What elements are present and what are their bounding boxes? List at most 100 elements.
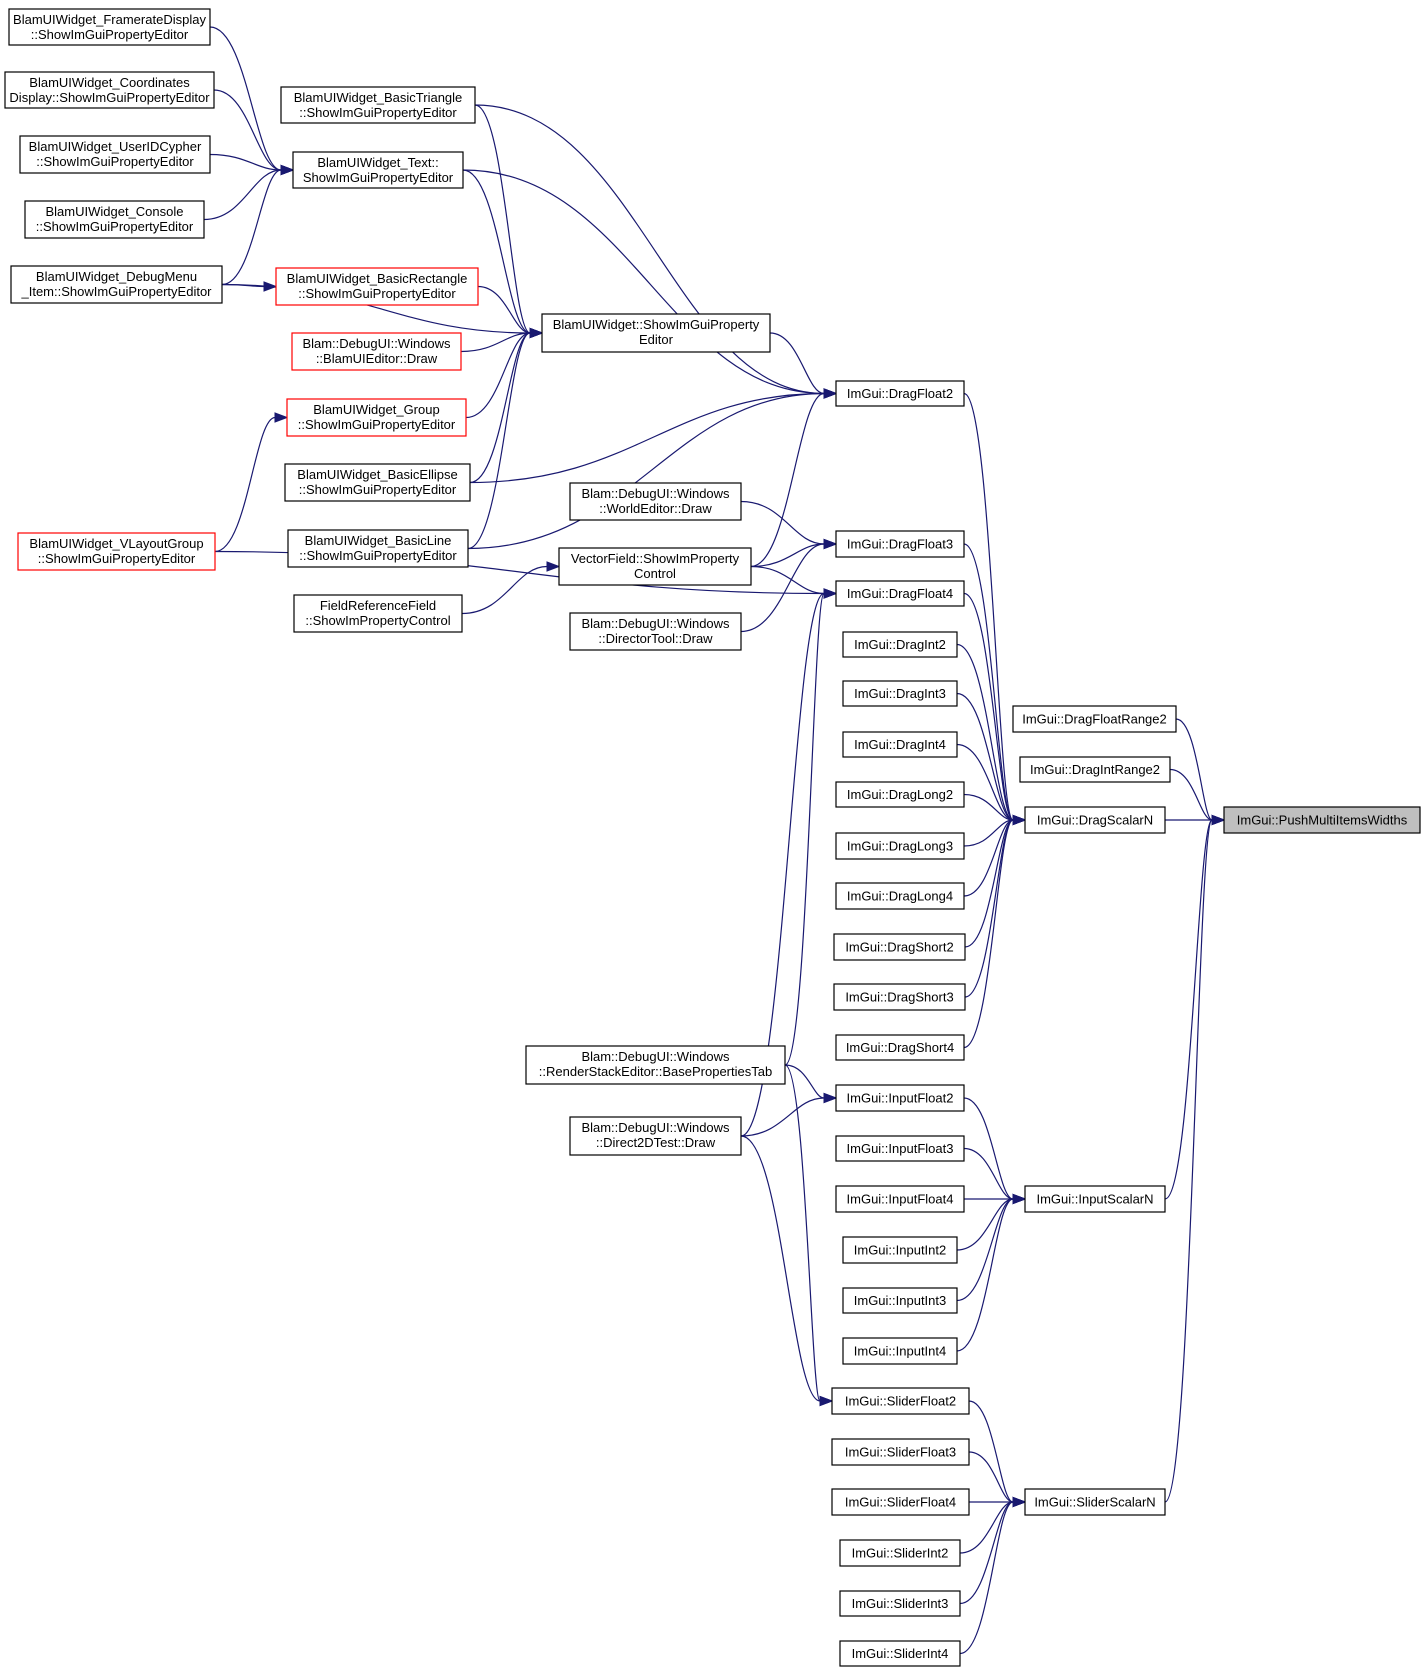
edge-di2-to-dsn (956, 643, 1027, 826)
node-isn[interactable]: ImGui::InputScalarN (1024, 1185, 1166, 1213)
node-if3[interactable]: ImGui::InputFloat3 (835, 1135, 965, 1162)
edge-line (963, 543, 1014, 821)
node-label: ImGui::DragIntRange2 (1030, 762, 1160, 777)
node-label: ImGui::InputInt3 (854, 1293, 947, 1308)
node-label-line: BlamUIWidget_Text:: (317, 155, 438, 170)
node-framerate[interactable]: BlamUIWidget_FramerateDisplay::ShowImGui… (8, 8, 211, 46)
node-console[interactable]: BlamUIWidget_Console::ShowImGuiPropertyE… (24, 200, 205, 239)
node-ds2[interactable]: ImGui::DragShort2 (833, 933, 966, 961)
node-ii3[interactable]: ImGui::InputInt3 (842, 1287, 958, 1314)
edge-line (740, 500, 825, 545)
node-label-line: BlamUIWidget_Coordinates (29, 75, 190, 90)
node-box (835, 1084, 965, 1112)
edge-direct2d-to-df4 (740, 588, 838, 1137)
node-label: ImGui::DragInt4 (854, 737, 946, 752)
node-label-line: Control (634, 566, 676, 581)
node-renderstack[interactable]: Blam::DebugUI::Windows::RenderStackEdito… (525, 1045, 786, 1085)
node-di4[interactable]: ImGui::DragInt4 (842, 731, 958, 758)
node-coordinates[interactable]: BlamUIWidget_CoordinatesDisplay::ShowImG… (4, 71, 215, 109)
node-box (835, 1034, 965, 1061)
edge-line (221, 169, 282, 286)
node-df2[interactable]: ImGui::DragFloat2 (835, 380, 965, 407)
node-ellipse[interactable]: BlamUIWidget_BasicEllipse::ShowImGuiProp… (284, 463, 471, 502)
node-ds3[interactable]: ImGui::DragShort3 (833, 983, 966, 1011)
node-box (831, 1488, 970, 1516)
edge-line (963, 819, 1014, 1049)
arrowhead-icon (280, 164, 295, 176)
node-fieldref[interactable]: FieldReferenceField::ShowImPropertyContr… (293, 594, 463, 633)
edge-ssn-to-root (1164, 814, 1226, 1503)
node-dl2[interactable]: ImGui::DragLong2 (835, 781, 965, 808)
node-sf2[interactable]: ImGui::SliderFloat2 (831, 1387, 970, 1415)
node-si2[interactable]: ImGui::SliderInt2 (839, 1539, 961, 1567)
node-sf3[interactable]: ImGui::SliderFloat3 (831, 1438, 970, 1466)
node-group[interactable]: BlamUIWidget_Group::ShowImGuiPropertyEdi… (286, 398, 467, 437)
node-debugmenu[interactable]: BlamUIWidget_DebugMenu_Item::ShowImGuiPr… (10, 265, 223, 304)
edge-line (214, 416, 276, 553)
node-worldeditor[interactable]: Blam::DebugUI::Windows::WorldEditor::Dra… (569, 482, 742, 521)
node-root[interactable]: ImGui::PushMultiItemsWidths (1223, 806, 1421, 834)
node-si4[interactable]: ImGui::SliderInt4 (839, 1640, 961, 1667)
node-si3[interactable]: ImGui::SliderInt3 (839, 1590, 961, 1617)
node-di2[interactable]: ImGui::DragInt2 (842, 631, 958, 658)
node-label: ImGui::DragLong2 (847, 787, 953, 802)
node-widget[interactable]: BlamUIWidget::ShowImGuiPropertyEditor (541, 313, 771, 353)
node-label-line: BlamUIWidget_UserIDCypher (29, 139, 202, 154)
arrowhead-icon (823, 588, 838, 599)
node-label-line: BlamUIWidget_BasicLine (305, 533, 452, 548)
node-vectorfield[interactable]: VectorField::ShowImPropertyControl (558, 547, 752, 586)
node-label: ImGui::DragFloat2 (847, 386, 953, 401)
edge-line (964, 819, 1014, 948)
node-ssn[interactable]: ImGui::SliderScalarN (1024, 1488, 1166, 1516)
edge-df3-to-dsn (963, 543, 1027, 826)
node-vlayout[interactable]: BlamUIWidget_VLayoutGroup::ShowImGuiProp… (17, 532, 216, 571)
node-label: ImGui::DragInt2 (854, 637, 946, 652)
node-dir2[interactable]: ImGui::DragIntRange2 (1019, 756, 1171, 783)
node-dl3[interactable]: ImGui::DragLong3 (835, 832, 965, 860)
edge-line (963, 392, 1014, 821)
node-box (286, 398, 467, 437)
edge-line (750, 543, 825, 568)
node-line[interactable]: BlamUIWidget_BasicLine::ShowImGuiPropert… (287, 529, 469, 568)
node-ds4[interactable]: ImGui::DragShort4 (835, 1034, 965, 1061)
edge-line (460, 332, 531, 353)
node-box (833, 933, 966, 961)
node-directortool[interactable]: Blam::DebugUI::Windows::DirectorTool::Dr… (569, 612, 742, 651)
node-di3[interactable]: ImGui::DragInt3 (842, 680, 958, 707)
node-sf4[interactable]: ImGui::SliderFloat4 (831, 1488, 970, 1516)
node-dl4[interactable]: ImGui::DragLong4 (835, 882, 965, 910)
node-box (10, 265, 223, 304)
node-label-line: ::ShowImGuiPropertyEditor (298, 417, 456, 432)
node-useridcypher[interactable]: BlamUIWidget_UserIDCypher::ShowImGuiProp… (19, 135, 211, 174)
node-basictriangle[interactable]: BlamUIWidget_BasicTriangle::ShowImGuiPro… (280, 86, 476, 124)
node-if2[interactable]: ImGui::InputFloat2 (835, 1084, 965, 1112)
edge-line (469, 392, 825, 484)
edge-line (461, 565, 548, 615)
node-box (284, 463, 471, 502)
node-label: ImGui::DragLong4 (847, 889, 953, 904)
node-box (1012, 705, 1177, 733)
node-text[interactable]: BlamUIWidget_Text::ShowImGuiPropertyEdit… (292, 151, 464, 189)
node-direct2d[interactable]: Blam::DebugUI::Windows::Direct2DTest::Dr… (569, 1116, 742, 1156)
node-label-line: Blam::DebugUI::Windows (302, 336, 451, 351)
edge-line (740, 592, 825, 1137)
node-label-line: BlamUIWidget_Console (45, 204, 183, 219)
node-df4[interactable]: ImGui::DragFloat4 (835, 580, 965, 607)
edge-line (784, 1064, 821, 1402)
node-box (842, 1287, 958, 1314)
arrowhead-icon (529, 327, 544, 339)
node-dsn[interactable]: ImGui::DragScalarN (1024, 806, 1166, 834)
node-label-line: ::ShowImGuiPropertyEditor (299, 482, 457, 497)
node-basicrect[interactable]: BlamUIWidget_BasicRectangle::ShowImGuiPr… (275, 267, 479, 306)
node-label-line: Display::ShowImGuiPropertyEditor (9, 90, 210, 105)
node-df3[interactable]: ImGui::DragFloat3 (835, 530, 965, 558)
node-if4[interactable]: ImGui::InputFloat4 (835, 1185, 965, 1213)
node-ii4[interactable]: ImGui::InputInt4 (842, 1337, 958, 1365)
node-ii2[interactable]: ImGui::InputInt2 (842, 1236, 958, 1264)
edge-line (959, 1501, 1014, 1554)
edge-text-to-df2 (462, 169, 838, 399)
edge-line (467, 332, 531, 550)
edge-line (784, 1064, 825, 1099)
node-uieditor[interactable]: Blam::DebugUI::Windows::BlamUIEditor::Dr… (291, 332, 462, 371)
node-dfr2[interactable]: ImGui::DragFloatRange2 (1012, 705, 1177, 733)
